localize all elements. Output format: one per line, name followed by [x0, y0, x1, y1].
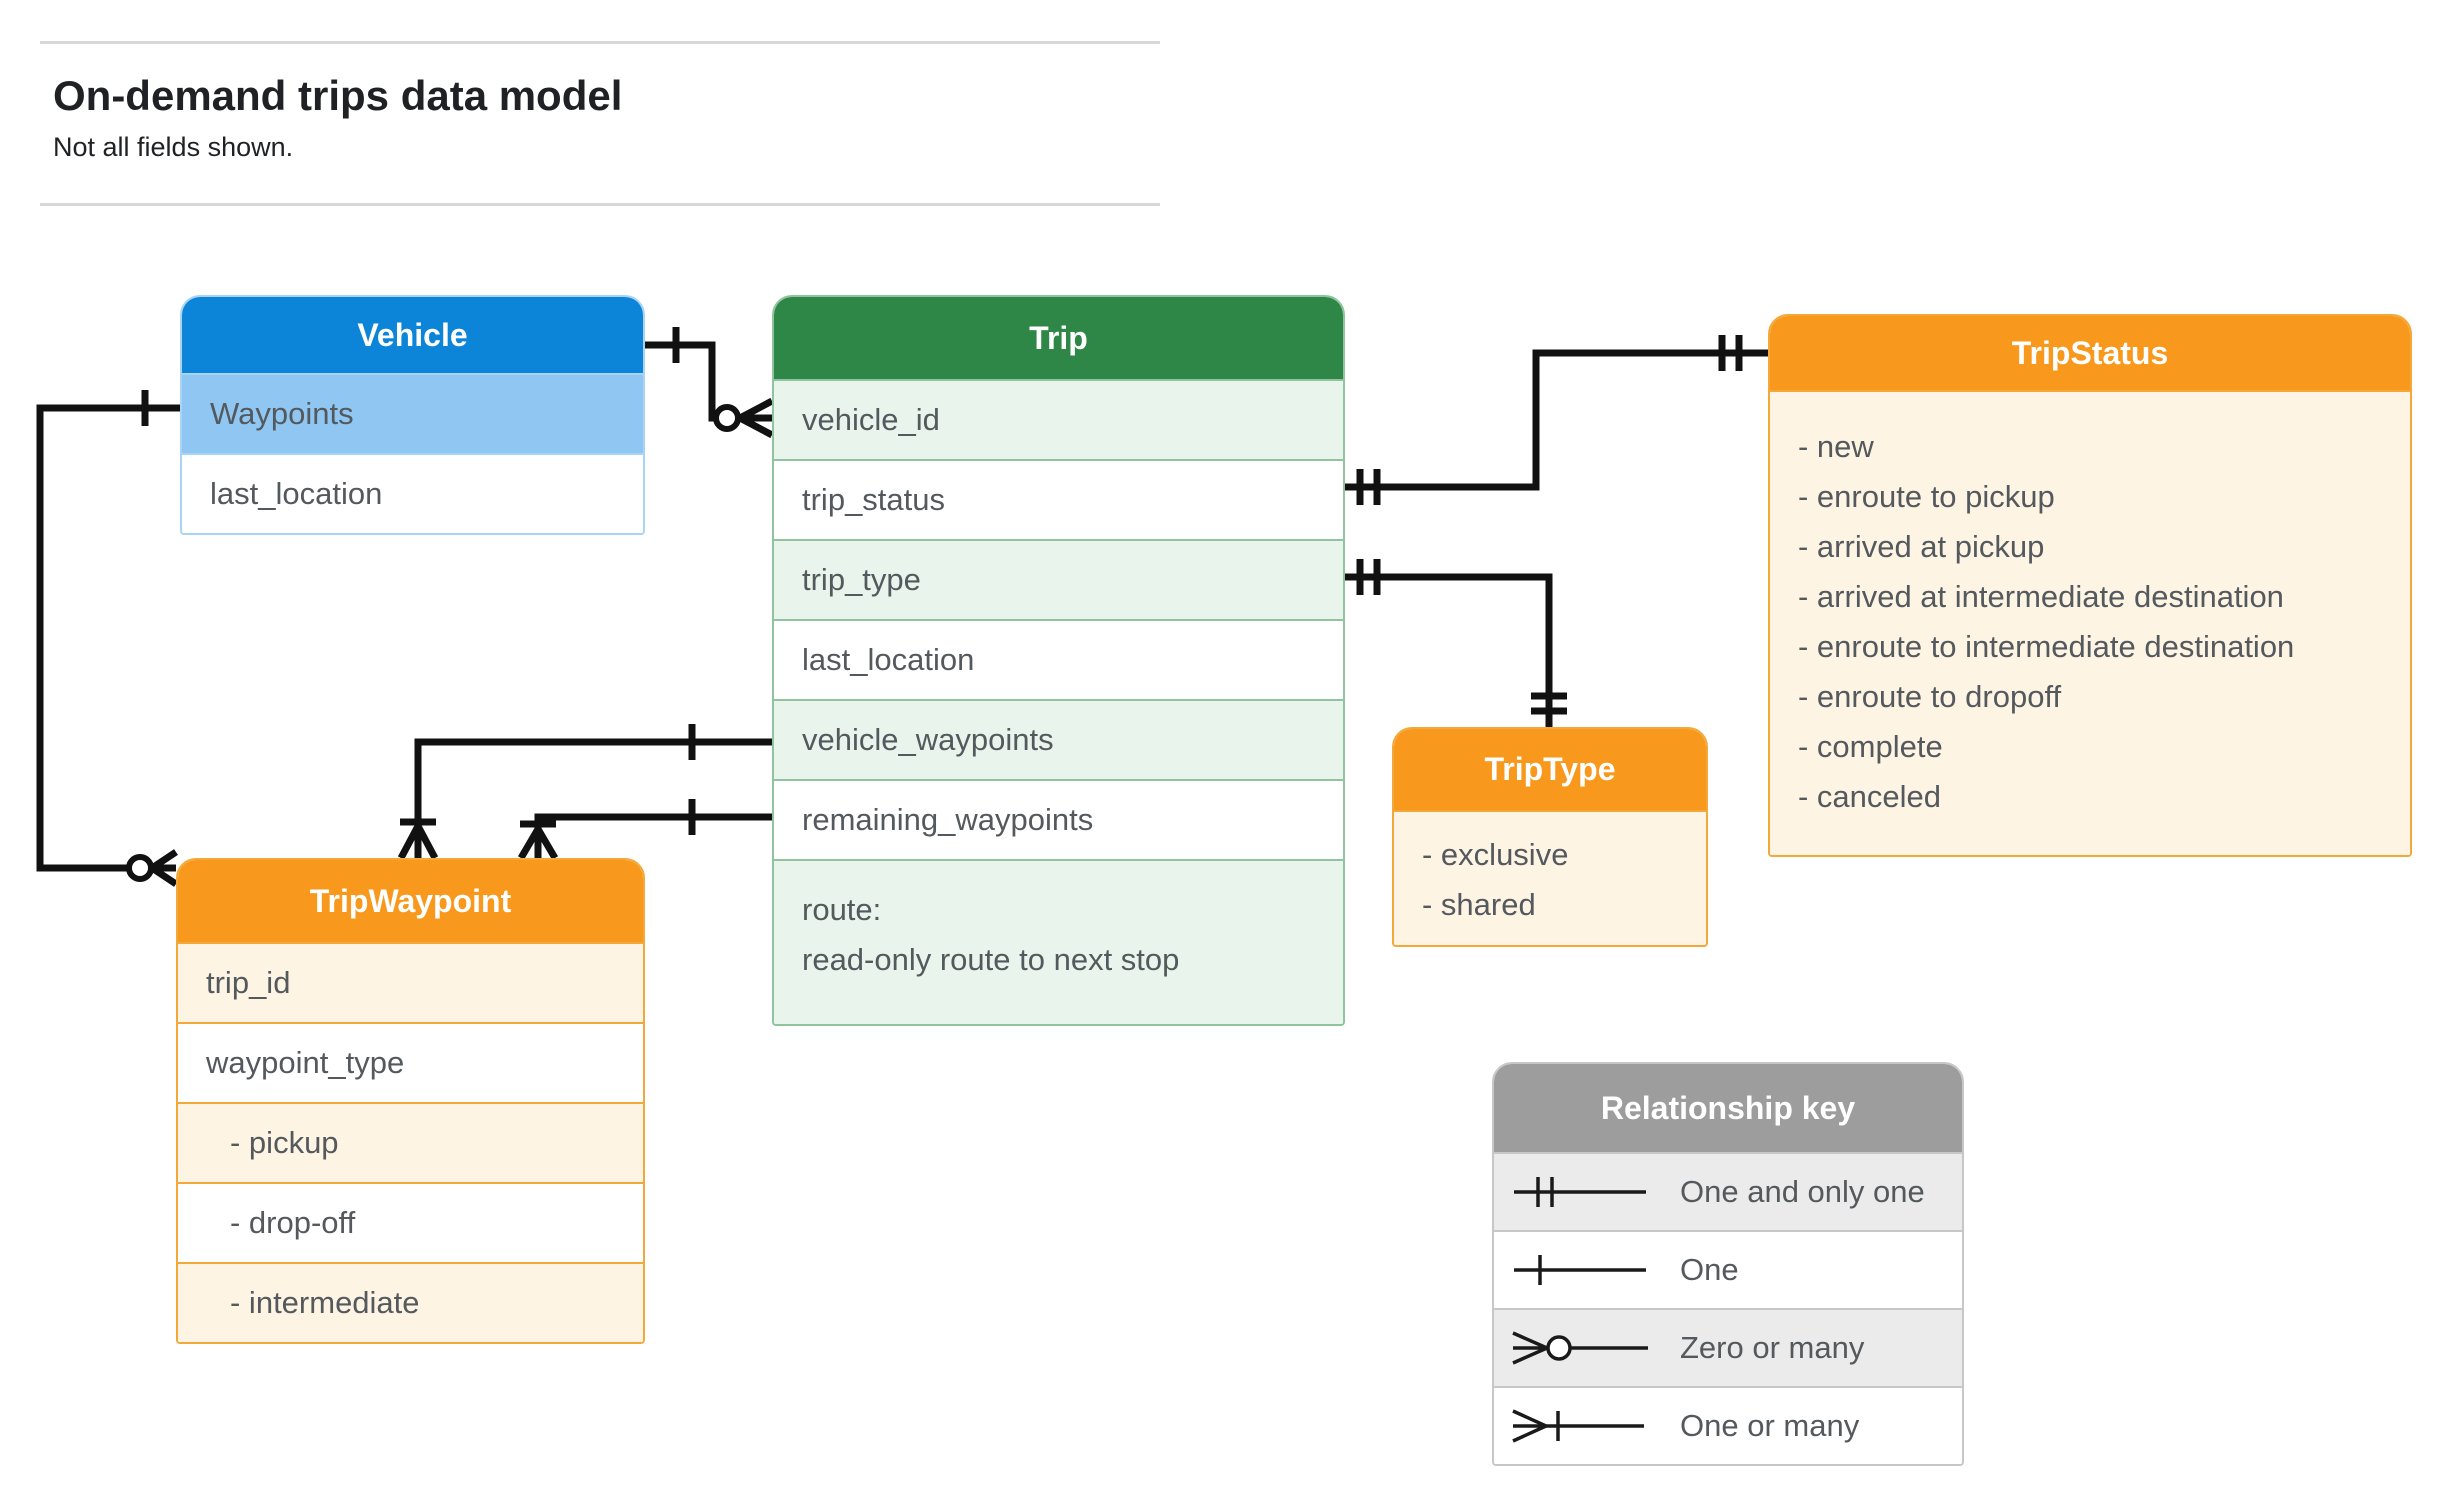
relationship-key: Relationship key One and only one One Ze	[1492, 1062, 1964, 1466]
trip-row-vehicle-waypoints: vehicle_waypoints	[774, 699, 1343, 779]
trip-row-remaining-waypoints: remaining_waypoints	[774, 779, 1343, 859]
zero-or-many-icon	[1512, 1331, 1648, 1365]
entity-tripwaypoint: TripWaypoint trip_id waypoint_type - pic…	[176, 858, 645, 1344]
trip-row-vehicle-id: vehicle_id	[774, 379, 1343, 459]
one-and-only-one-icon	[1356, 559, 1381, 595]
tripstatus-value: - canceled	[1798, 779, 1942, 814]
legend-row-one-and-only-one: One and only one	[1494, 1152, 1962, 1230]
tripstatus-value: - enroute to intermediate destination	[1798, 629, 2295, 664]
divider-top	[40, 41, 1160, 44]
page-title: On-demand trips data model	[53, 72, 623, 119]
entity-vehicle-header: Vehicle	[182, 297, 643, 373]
trip-row-trip-status: trip_status	[774, 459, 1343, 539]
triptype-value: - exclusive	[1422, 837, 1569, 872]
relationship-key-header: Relationship key	[1494, 1064, 1962, 1152]
vehicle-row-last-location: last_location	[182, 453, 643, 533]
tripwaypoint-row-pickup: - pickup	[178, 1102, 643, 1182]
connector-trip-to-tripstatus	[1345, 335, 1768, 505]
trip-row-last-location: last_location	[774, 619, 1343, 699]
tripstatus-value: - enroute to dropoff	[1798, 679, 2062, 714]
zero-or-many-icon	[713, 397, 774, 439]
legend-row-one-or-many: One or many	[1494, 1386, 1962, 1464]
entity-triptype: TripType - exclusive - shared	[1392, 727, 1708, 947]
one-or-many-icon	[517, 820, 559, 860]
legend-row-zero-or-many: Zero or many	[1494, 1308, 1962, 1386]
entity-trip: Trip vehicle_id trip_status trip_type la…	[772, 295, 1345, 1026]
page-subtitle: Not all fields shown.	[53, 132, 294, 162]
one-and-only-one-icon	[1718, 335, 1743, 371]
legend-label: Zero or many	[1680, 1330, 1865, 1365]
legend-row-one: One	[1494, 1230, 1962, 1308]
tripstatus-value: - complete	[1798, 729, 1943, 764]
one-and-only-one-icon	[1356, 469, 1381, 505]
vehicle-row-waypoints: Waypoints	[182, 373, 643, 453]
one-and-only-one-icon	[1531, 692, 1567, 715]
entity-tripstatus-header: TripStatus	[1770, 316, 2410, 390]
trip-route-label: route:	[802, 892, 882, 927]
tripstatus-value: - enroute to pickup	[1798, 479, 2055, 514]
tripwaypoint-row-intermediate: - intermediate	[178, 1262, 643, 1342]
legend-label: One or many	[1680, 1408, 1860, 1443]
entity-triptype-header: TripType	[1394, 729, 1706, 810]
triptype-values: - exclusive - shared	[1394, 810, 1706, 945]
trip-row-route: route: read-only route to next stop	[774, 859, 1343, 1024]
one-and-only-one-icon	[1514, 1177, 1646, 1207]
connector-vehicle-to-trip	[645, 327, 774, 439]
entity-tripwaypoint-header: TripWaypoint	[178, 860, 643, 942]
triptype-value: - shared	[1422, 887, 1536, 922]
one-or-many-icon	[397, 818, 439, 860]
entity-vehicle: Vehicle Waypoints last_location	[180, 295, 645, 535]
legend-label: One and only one	[1680, 1174, 1925, 1209]
trip-route-description: read-only route to next stop	[802, 942, 1180, 977]
connector-trip-to-triptype	[1345, 559, 1567, 727]
tripstatus-values: - new - enroute to pickup - arrived at p…	[1770, 390, 2410, 855]
tripwaypoint-row-waypoint-type: waypoint_type	[178, 1022, 643, 1102]
tripstatus-value: - arrived at intermediate destination	[1798, 579, 2284, 614]
legend-label: One	[1680, 1252, 1739, 1287]
divider-bottom	[40, 203, 1160, 206]
one-icon	[1514, 1255, 1646, 1285]
one-or-many-icon	[1512, 1409, 1644, 1443]
tripstatus-value: - arrived at pickup	[1798, 529, 2045, 564]
tripwaypoint-row-drop-off: - drop-off	[178, 1182, 643, 1262]
entity-tripstatus: TripStatus - new - enroute to pickup - a…	[1768, 314, 2412, 857]
connector-vehicle-to-tripwaypoint	[36, 390, 180, 887]
tripwaypoint-row-trip-id: trip_id	[178, 942, 643, 1022]
trip-row-trip-type: trip_type	[774, 539, 1343, 619]
tripstatus-value: - new	[1798, 429, 1874, 464]
connector-trip-remaining-waypoints-to-tripwaypoint	[517, 799, 772, 860]
connector-trip-vehicle-waypoints-to-tripwaypoint	[397, 724, 772, 860]
zero-or-many-icon	[126, 849, 178, 887]
entity-trip-header: Trip	[774, 297, 1343, 379]
